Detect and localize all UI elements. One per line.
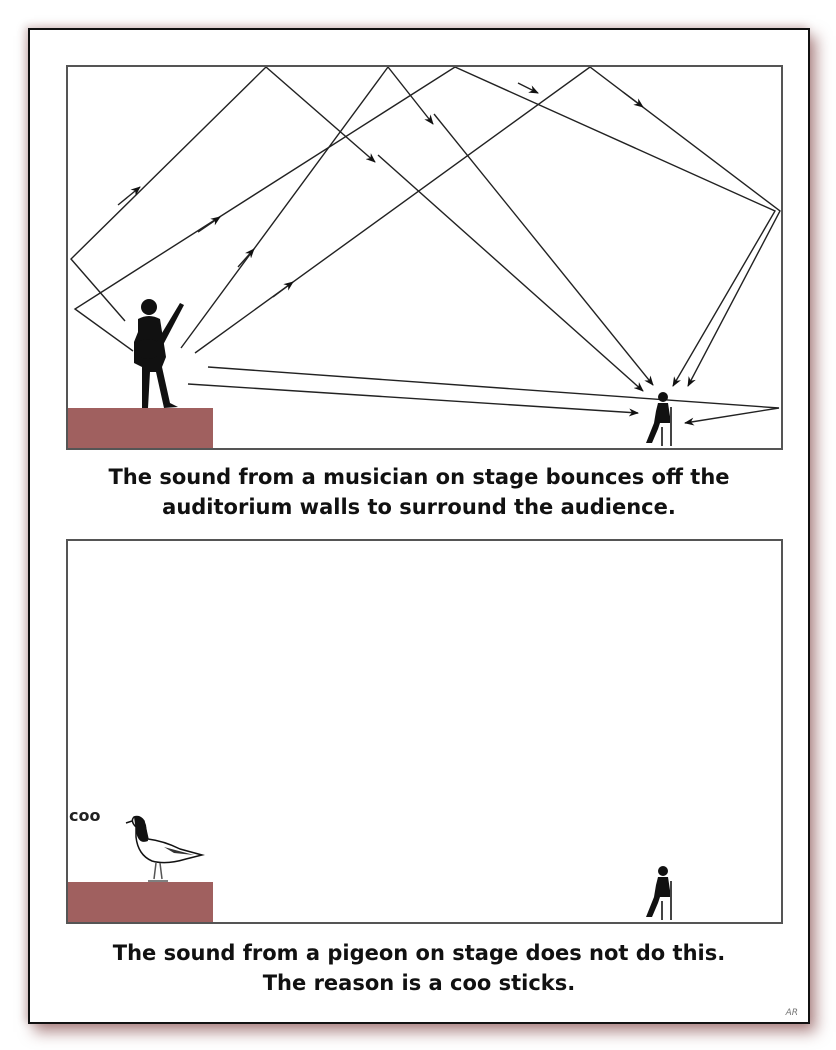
artist-signature: AR — [785, 1008, 798, 1018]
caption-pigeon: The sound from a pigeon on stage does no… — [30, 938, 808, 998]
caption-line: The sound from a pigeon on stage does no… — [112, 941, 726, 965]
caption-musician: The sound from a musician on stage bounc… — [30, 462, 808, 522]
ray — [377, 154, 644, 392]
ray — [117, 186, 141, 206]
ray — [70, 67, 376, 322]
ray — [433, 113, 654, 386]
ray — [272, 281, 294, 298]
pigeon-icon — [125, 815, 205, 882]
panel-pigeon: coo — [66, 539, 783, 924]
seated-listener-icon — [646, 392, 672, 446]
sound-rays — [70, 67, 781, 426]
musician-silhouette-icon — [134, 299, 184, 408]
pigeon-scene — [68, 815, 672, 922]
seated-listener-icon — [646, 866, 672, 920]
ray — [207, 366, 780, 426]
caption-line: The sound from a musician on stage bounc… — [108, 465, 730, 489]
ray — [237, 248, 255, 268]
stage — [68, 408, 213, 448]
ray — [517, 82, 539, 94]
ray — [73, 67, 776, 387]
caption-line: auditorium walls to surround the audienc… — [162, 495, 676, 519]
ray — [194, 67, 781, 387]
stage — [68, 882, 213, 922]
ray — [622, 91, 644, 108]
comic-card: The sound from a musician on stage bounc… — [28, 28, 810, 1024]
coo-sound-label: coo — [69, 806, 101, 825]
sound-reflection-diagram — [68, 67, 781, 448]
ray — [197, 216, 221, 233]
ray — [187, 383, 639, 417]
caption-line: The reason is a coo sticks. — [262, 971, 576, 995]
panel-musician — [66, 65, 783, 450]
